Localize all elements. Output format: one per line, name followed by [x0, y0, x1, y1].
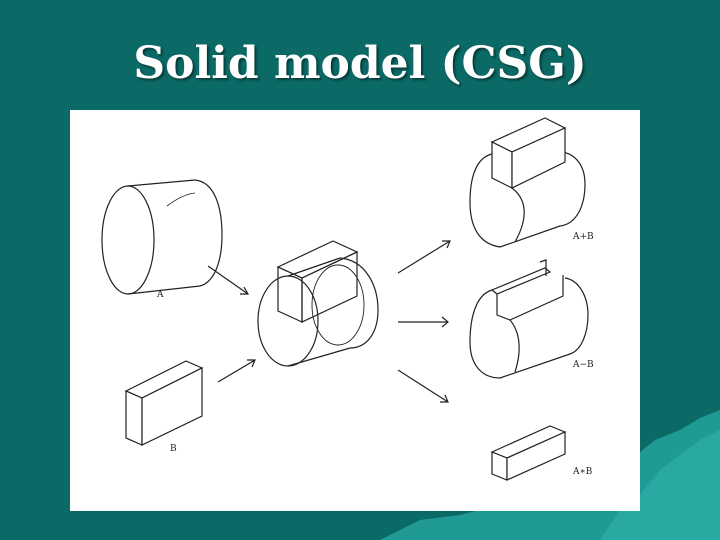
- label-a: A: [157, 290, 164, 300]
- combined-shapes: [257, 240, 379, 367]
- arrow-b-to-middle: [217, 359, 256, 383]
- arrow-a-to-middle: [207, 265, 250, 295]
- csg-figure: A B A+B A−B A∗B: [70, 110, 640, 511]
- difference-shape: [469, 259, 589, 379]
- arrow-to-intersection: [397, 369, 449, 403]
- label-intersection: A∗B: [573, 467, 593, 477]
- cylinder-a: [101, 179, 223, 295]
- label-b: B: [170, 444, 177, 454]
- label-union: A+B: [573, 232, 594, 242]
- arrow-to-union: [397, 240, 451, 274]
- box-b: [124, 360, 204, 446]
- union-shape: [469, 117, 586, 248]
- slide-title: Solid model (CSG): [133, 38, 587, 89]
- arrow-to-difference: [398, 316, 449, 328]
- label-difference: A−B: [573, 360, 594, 370]
- intersection-shape: [490, 425, 567, 481]
